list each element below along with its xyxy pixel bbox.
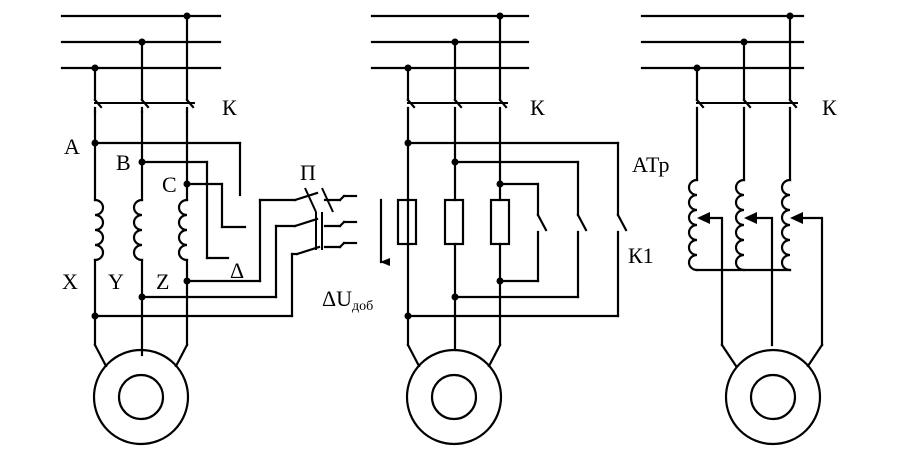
added-voltage-label: ΔUдоб <box>322 286 373 314</box>
contactor-k1 <box>536 213 628 318</box>
switch-k-label-2: К <box>530 95 545 120</box>
terminal-b-label: B <box>116 150 131 175</box>
terminal-c-label: C <box>162 172 177 197</box>
resistor-c <box>489 198 511 246</box>
scheme-resistor-start: К К1 <box>322 12 654 446</box>
stator-winding-b <box>132 198 144 262</box>
motor-2 <box>405 343 503 446</box>
changeover-switch-p <box>293 187 358 256</box>
terminal-z-label: Z <box>156 269 169 294</box>
terminal-a-label: A <box>64 134 80 159</box>
delta-label: Δ <box>230 258 244 283</box>
scheme-star-delta: К <box>60 12 358 446</box>
scheme-autotransformer-start: К АТр <box>632 12 837 446</box>
switch-k-label: К <box>222 95 237 120</box>
terminal-y-label: Y <box>108 269 124 294</box>
stator-winding-a <box>93 198 105 262</box>
contactor-k1-label: К1 <box>628 243 654 268</box>
motor-1 <box>92 343 190 446</box>
supply-bus-lines-3 <box>640 14 805 70</box>
motor-3 <box>720 343 824 446</box>
autotransformer-windings <box>687 178 792 272</box>
resistor-a <box>396 198 418 246</box>
autotransformer-label: АТр <box>632 152 670 177</box>
main-switch <box>93 98 195 114</box>
selector-p-label: П <box>300 160 316 185</box>
switch-k-label-3: К <box>822 95 837 120</box>
resistor-b <box>443 198 465 246</box>
main-switch-2 <box>406 98 508 109</box>
terminal-x-label: X <box>62 269 78 294</box>
main-switch-3 <box>695 98 798 109</box>
stator-winding-c <box>177 198 189 262</box>
supply-bus-lines-2 <box>370 14 530 70</box>
